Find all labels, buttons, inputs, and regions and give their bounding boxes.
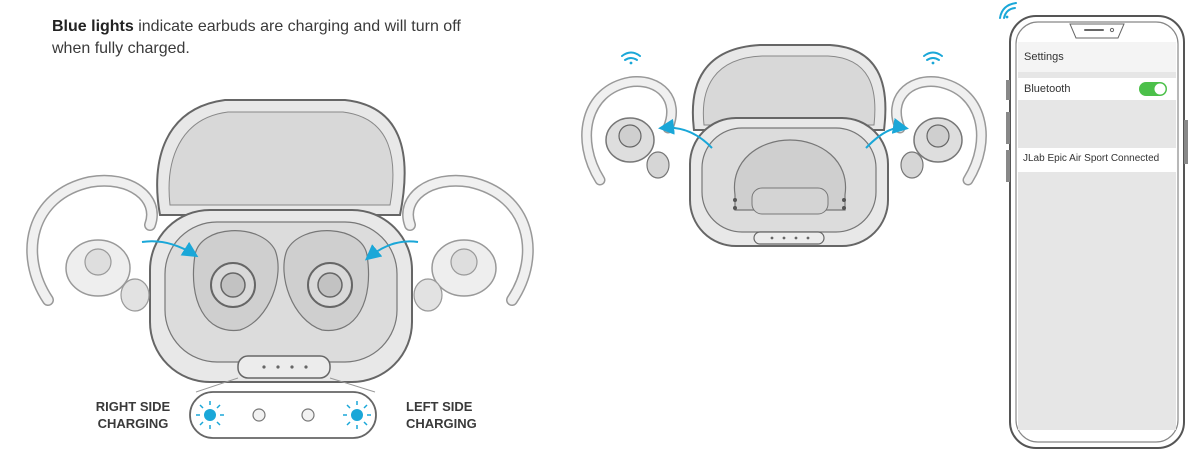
left-side-line1: LEFT SIDE [406,399,473,414]
charging-case-left [149,99,413,393]
connected-status: JLab Epic Air Sport Connected [1023,153,1160,164]
led-left-charging [343,401,371,429]
instruction-caption: Blue lights indicate earbuds are chargin… [52,16,482,60]
right-side-line1: RIGHT SIDE [95,399,171,414]
smartphone [1006,15,1188,449]
signal-icon-right-earbud [621,51,641,65]
remove-arrow-right [658,118,713,149]
caption-bold: Blue lights [52,18,134,35]
signal-icon-phone [999,2,1017,19]
earbud-pairing-left [890,76,987,186]
remove-arrow-left [865,118,909,149]
bluetooth-label: Bluetooth [1024,83,1071,95]
charging-case-right [689,44,889,247]
led-right-charging [196,401,224,429]
caption-text: indicate earbuds are charging and will t… [52,18,461,57]
insert-arrow-left [364,240,419,261]
earbud-pairing-right [581,76,678,186]
insert-arrow-right [141,240,199,258]
right-side-charging-label: RIGHT SIDE CHARGING [78,398,188,432]
left-side-charging-label: LEFT SIDE CHARGING [406,398,516,432]
right-side-line2: CHARGING [97,416,169,431]
earbud-left-outside [402,174,534,312]
settings-title: Settings [1024,51,1064,63]
led-indicator-panel [189,391,377,439]
left-side-line2: CHARGING [406,416,477,431]
signal-icon-left-earbud [923,51,943,65]
led-middle-1 [252,408,266,422]
led-middle-2 [301,408,315,422]
earbud-right-outside [26,174,158,312]
